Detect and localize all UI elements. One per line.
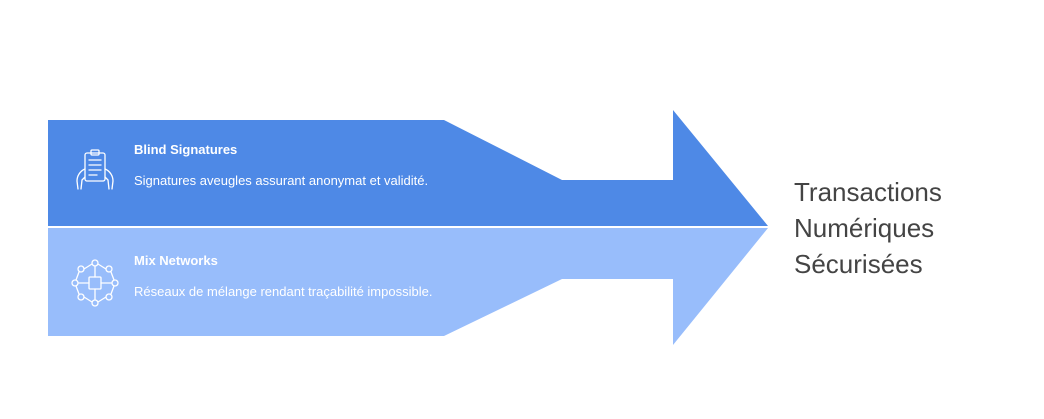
arrow-band-top bbox=[48, 110, 768, 226]
item-title-blind-signatures: Blind Signatures bbox=[134, 142, 238, 157]
network-nodes-icon bbox=[70, 258, 120, 308]
item-desc-blind-signatures: Signatures aveugles assurant anonymat et… bbox=[134, 173, 429, 188]
result-line-2: Numériques bbox=[794, 213, 935, 243]
result-title: Transactions Numériques Sécurisées bbox=[794, 174, 942, 282]
clipboard-hands-icon bbox=[70, 147, 120, 197]
item-title-mix-networks: Mix Networks bbox=[134, 253, 218, 268]
item-desc-mix-networks: Réseaux de mélange rendant traçabilité i… bbox=[134, 284, 433, 299]
arrow-band-bottom bbox=[48, 228, 768, 345]
result-line-1: Transactions bbox=[794, 177, 942, 207]
result-line-3: Sécurisées bbox=[794, 249, 923, 279]
